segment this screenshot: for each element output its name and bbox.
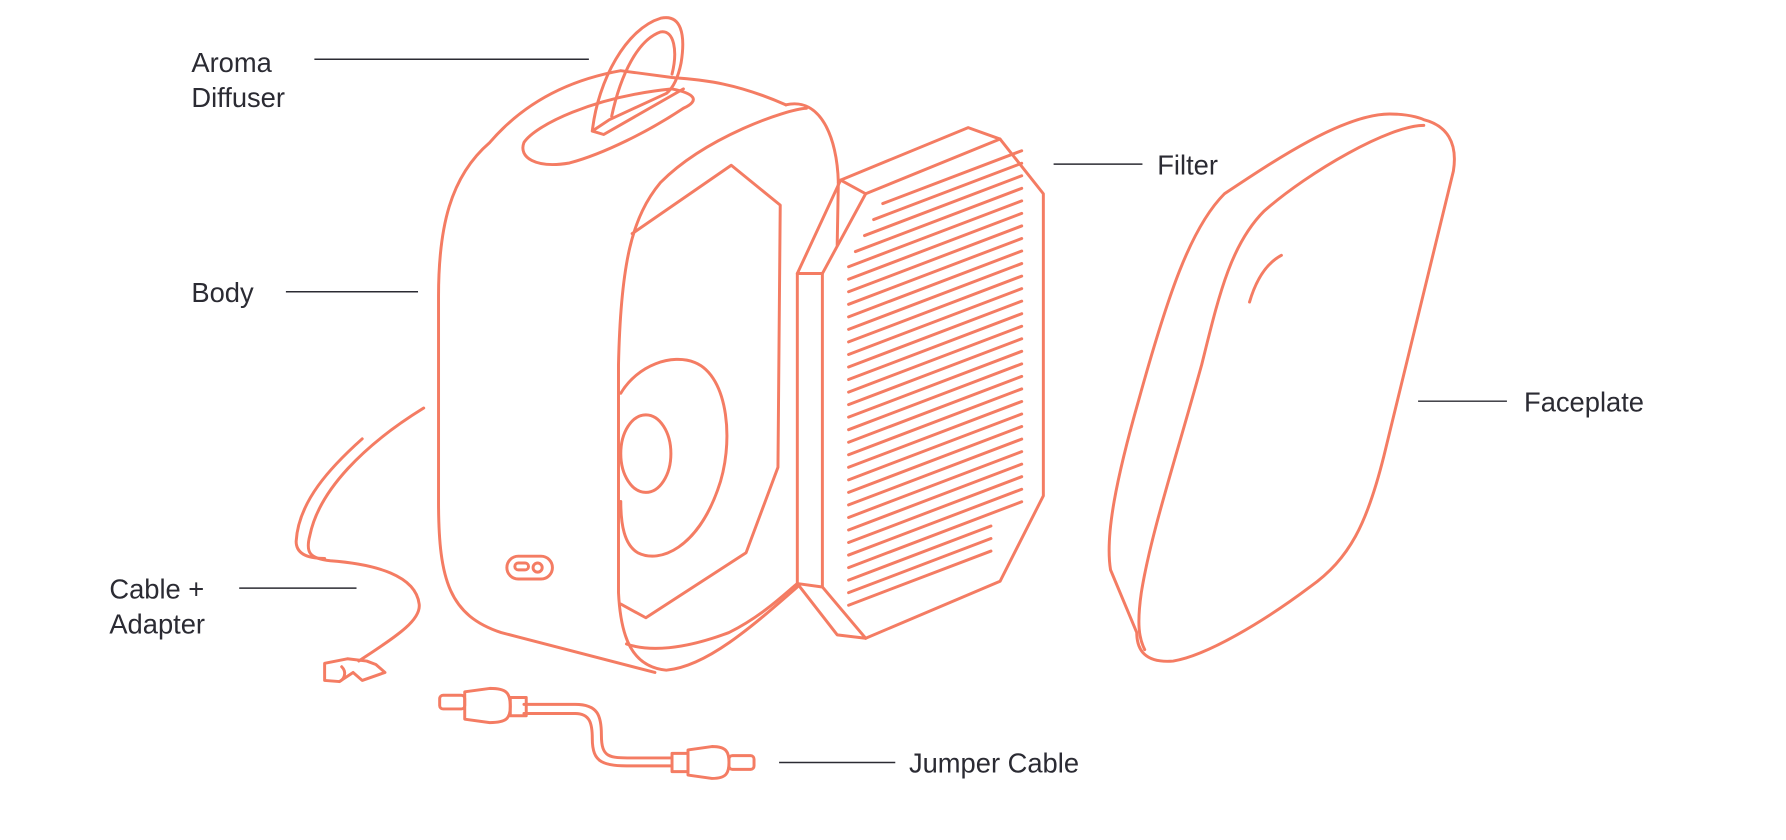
filter-stripe xyxy=(847,211,1024,281)
leader-lines xyxy=(239,58,1507,764)
body-illustration xyxy=(437,16,840,674)
filter-stripe xyxy=(847,462,1024,532)
filter-stripe xyxy=(847,437,1024,507)
filter-stripe xyxy=(847,475,1024,545)
label-jumper-cable: Jumper Cable xyxy=(909,748,1079,779)
filter-stripe xyxy=(847,450,1024,519)
label-filter: Filter xyxy=(1157,149,1218,180)
filter-stripe xyxy=(847,362,1024,432)
filter-stripe xyxy=(847,324,1024,394)
filter-stripe xyxy=(847,224,1024,294)
jumper-cable-illustration xyxy=(438,686,756,780)
filter-stripe xyxy=(863,174,1024,238)
label-aroma-line2: Diffuser xyxy=(191,82,285,113)
label-aroma-line1: Aroma xyxy=(191,47,272,78)
filter-stripe xyxy=(847,524,993,582)
filter-stripe xyxy=(847,412,1024,482)
filter-stripe xyxy=(847,425,1024,494)
filter-stripe xyxy=(847,387,1024,457)
label-cable-line1: Cable + xyxy=(109,573,204,604)
filter-stripe xyxy=(847,287,1024,356)
filter-stripe xyxy=(881,149,1024,206)
filter-stripe xyxy=(853,186,1024,254)
filter-grille xyxy=(847,149,1024,607)
filter-stripe xyxy=(847,199,1024,269)
filter-stripe xyxy=(847,237,1024,306)
label-cable-line2: Adapter xyxy=(109,609,205,640)
filter-stripe xyxy=(847,500,1024,570)
filter-stripe xyxy=(847,487,1024,557)
faceplate-illustration xyxy=(1107,112,1456,663)
label-faceplate: Faceplate xyxy=(1524,386,1644,417)
filter-stripe xyxy=(847,249,1024,319)
filter-stripe xyxy=(847,262,1024,331)
filter-stripe xyxy=(847,337,1024,407)
filter-stripe xyxy=(847,549,993,607)
filter-stripe xyxy=(847,374,1024,444)
filter-stripe xyxy=(847,349,1024,419)
filter-stripe xyxy=(847,274,1024,344)
cable-adapter-illustration xyxy=(294,406,426,684)
filter-stripe xyxy=(847,537,993,595)
filter-illustration xyxy=(795,126,1045,640)
filter-stripe xyxy=(847,399,1024,469)
filter-stripe xyxy=(847,312,1024,382)
filter-stripe xyxy=(847,299,1024,369)
label-body: Body xyxy=(191,277,254,308)
filter-stripe xyxy=(872,161,1024,222)
